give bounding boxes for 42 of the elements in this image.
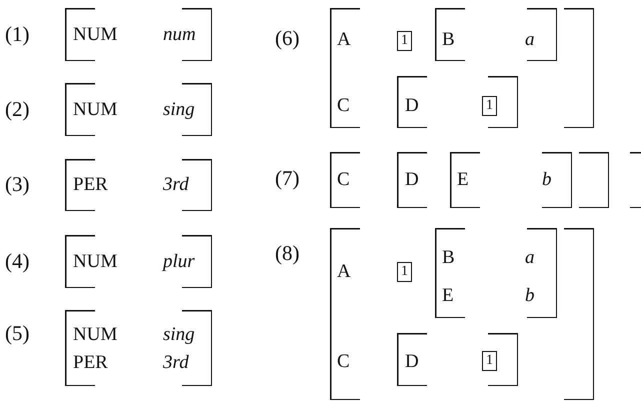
feature-name: C [337, 95, 350, 117]
index-tag: 1 [482, 96, 497, 116]
index-tag: 1 [482, 351, 497, 371]
example-number: (4) [5, 249, 30, 273]
feature-name: PER [73, 352, 108, 374]
feature-value: sing [163, 99, 195, 121]
feature-name: D [405, 169, 419, 191]
index-tag: 1 [397, 31, 412, 51]
feature-name: D [405, 95, 419, 117]
feature-value: b [542, 169, 552, 191]
feature-value: a [525, 247, 534, 269]
feature-value: num [163, 24, 196, 46]
feature-name: A [337, 29, 351, 51]
feature-value: b [525, 285, 534, 307]
feature-name: NUM [73, 24, 118, 46]
feature-name: C [337, 169, 350, 191]
example-number: (7) [275, 166, 300, 190]
feature-name: PER [73, 174, 108, 196]
example-number: (3) [5, 172, 30, 196]
feature-value: a [525, 29, 534, 51]
feature-value: plur [163, 251, 195, 273]
feature-value: 3rd [163, 174, 189, 196]
example-number: (8) [275, 241, 300, 265]
feature-name: B [442, 29, 455, 51]
feature-name: D [405, 351, 419, 373]
feature-name: E [457, 169, 469, 191]
example-number: (5) [5, 321, 30, 345]
feature-matrix [330, 152, 641, 208]
feature-value: sing [163, 324, 195, 346]
feature-name: E [442, 285, 454, 307]
example-number: (6) [275, 26, 300, 50]
feature-name: C [337, 351, 350, 373]
example-number: (2) [5, 97, 30, 121]
feature-value: 3rd [163, 352, 189, 374]
feature-name: NUM [73, 251, 118, 273]
index-tag: 1 [397, 262, 412, 282]
feature-matrix [397, 152, 609, 208]
feature-name: A [337, 261, 351, 283]
example-number: (1) [5, 22, 30, 46]
feature-name: NUM [73, 324, 118, 346]
feature-name: NUM [73, 99, 118, 121]
feature-name: B [442, 247, 455, 269]
